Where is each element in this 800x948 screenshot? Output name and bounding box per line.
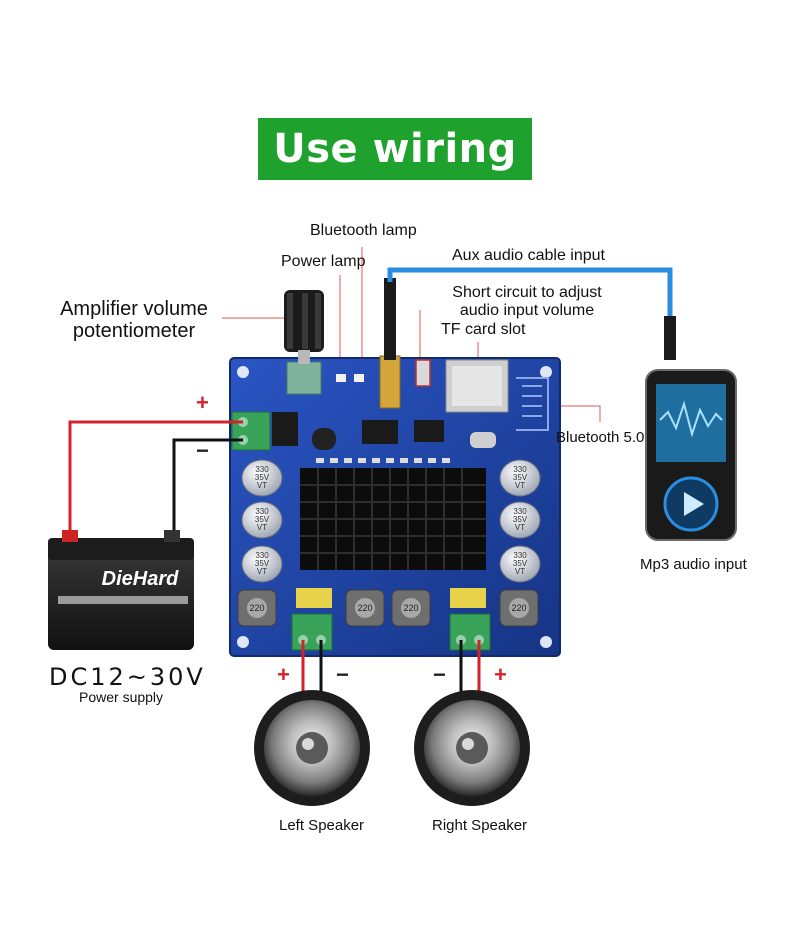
right-plus-sign: + bbox=[494, 662, 507, 687]
label-aux-input: Aux audio cable input bbox=[452, 247, 605, 264]
label-power-lamp: Power lamp bbox=[281, 253, 366, 270]
label-power-supply: Power supply bbox=[79, 689, 164, 705]
inductor-marking: 220 bbox=[357, 603, 372, 613]
capacitors-left bbox=[241, 459, 283, 583]
label-left-speaker: Left Speaker bbox=[279, 817, 365, 834]
power-minus-sign: − bbox=[196, 438, 209, 463]
label-short-circuit: Short circuit to adjust audio input volu… bbox=[438, 284, 616, 319]
battery-brand: DieHard bbox=[102, 568, 179, 590]
label-right-speaker: Right Speaker bbox=[432, 817, 528, 834]
label-short-circuit-line1: Short circuit to adjust bbox=[452, 284, 602, 301]
capacitors-right bbox=[499, 459, 541, 583]
label-bluetooth-version: Bluetooth 5.0 bbox=[556, 429, 645, 446]
label-amp-pot: Amplifier volume potentiometer bbox=[44, 298, 224, 342]
inductor-marking: 220 bbox=[249, 603, 264, 613]
label-tf-card: TF card slot bbox=[441, 321, 526, 338]
title-banner: Use wiring bbox=[258, 118, 532, 180]
left-minus-sign: − bbox=[336, 662, 349, 687]
power-plus-sign: + bbox=[196, 390, 209, 415]
left-plus-sign: + bbox=[277, 662, 290, 687]
amplifier-board bbox=[229, 278, 561, 657]
left-speaker bbox=[254, 690, 370, 806]
right-speaker bbox=[414, 690, 530, 806]
aux-cable bbox=[387, 267, 673, 318]
battery: DieHard bbox=[48, 530, 194, 650]
right-minus-sign: − bbox=[433, 662, 446, 687]
label-dc-range: DC12~30V bbox=[49, 663, 206, 691]
label-short-circuit-line2: audio input volume bbox=[459, 301, 595, 319]
power-wires bbox=[68, 420, 243, 535]
label-amp-pot-line1: Amplifier volume bbox=[60, 298, 208, 320]
label-bluetooth-lamp: Bluetooth lamp bbox=[310, 222, 417, 239]
inductor-marking: 220 bbox=[403, 603, 418, 613]
label-mp3-input: Mp3 audio input bbox=[640, 556, 747, 573]
mp3-player bbox=[645, 369, 737, 541]
inductor-marking: 220 bbox=[511, 603, 526, 613]
label-amp-pot-line2: potentiometer bbox=[72, 320, 196, 342]
title-text: Use wiring bbox=[273, 126, 517, 172]
